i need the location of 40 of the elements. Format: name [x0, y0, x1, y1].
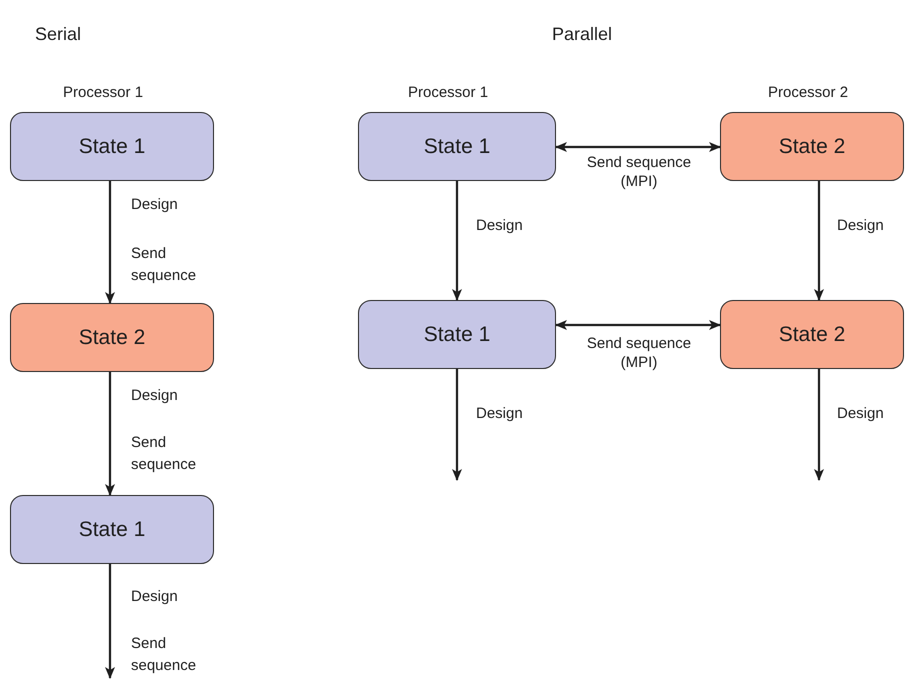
edge-label: Design [476, 405, 523, 424]
state-label: State 2 [778, 322, 846, 346]
state-label: State 1 [424, 322, 490, 346]
section-title: Serial [35, 23, 82, 46]
state-box [10, 303, 214, 372]
arrow [555, 320, 721, 330]
edge-label: Send sequence (MPI) [586, 154, 692, 192]
arrow [555, 142, 721, 152]
edge-label: Design [837, 405, 884, 424]
section-title: Parallel [552, 23, 612, 46]
state-label: State 2 [78, 326, 146, 350]
arrow [105, 372, 115, 496]
state-label: State 2 [778, 134, 846, 158]
state-box [10, 112, 214, 181]
state-box [358, 112, 556, 181]
arrow [105, 181, 115, 304]
state-box [720, 112, 904, 181]
state-label: State 1 [424, 134, 490, 158]
state-label: State 1 [78, 518, 146, 542]
state-box [720, 300, 904, 369]
column-heading: Processor 2 [768, 84, 848, 103]
arrow [452, 181, 462, 301]
state-box [358, 300, 556, 369]
column-heading: Processor 1 [408, 84, 488, 103]
step-note: Send sequence [131, 634, 198, 676]
arrow [452, 369, 462, 481]
edge-label: Design [131, 387, 178, 406]
edge-label: Design [837, 217, 884, 236]
edge-label: Send sequence (MPI) [586, 335, 692, 372]
edge-label: Design [131, 588, 178, 607]
arrow [105, 564, 115, 679]
state-box [10, 495, 214, 564]
step-note: Send sequence [131, 433, 198, 475]
arrow [814, 369, 824, 481]
edge-label: Design [476, 217, 523, 236]
state-label: State 1 [78, 134, 146, 158]
step-note: Send sequence [131, 244, 198, 286]
arrow [814, 181, 824, 301]
edge-label: Design [131, 196, 178, 215]
column-heading: Processor 1 [63, 84, 144, 103]
